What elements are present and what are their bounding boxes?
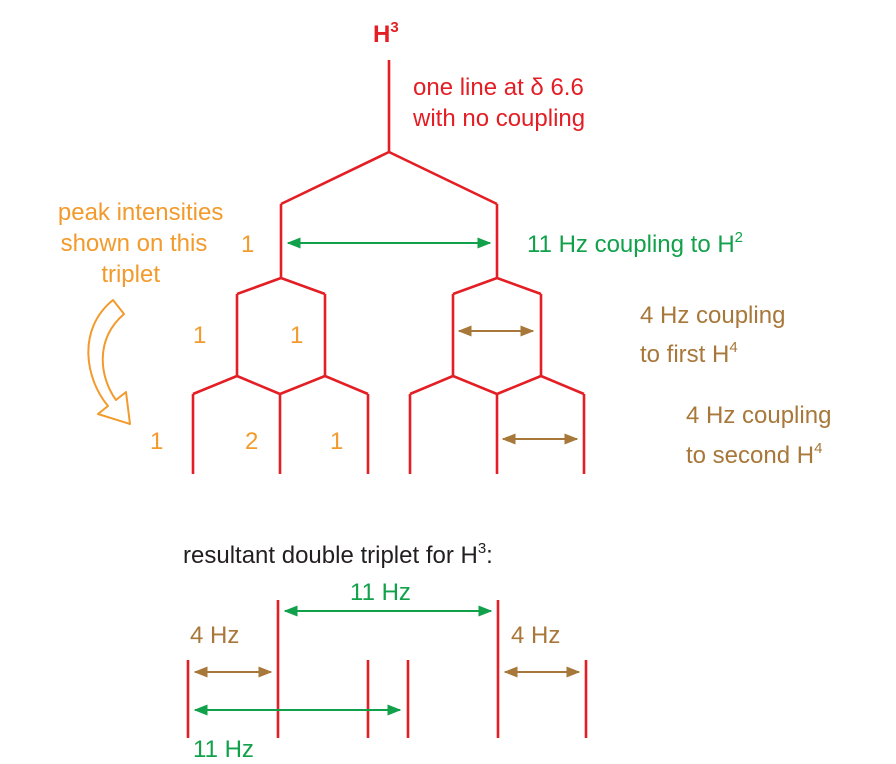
intensities-note: peak intensities shown on this triplet	[58, 199, 230, 288]
result-11hz-top-label: 11 Hz	[350, 579, 411, 606]
tree-split-second-h4-right	[409, 374, 585, 396]
intensity-level1: 1	[241, 231, 254, 258]
tree-split-first-h4-left	[236, 276, 326, 296]
intensity-level3-outer-left: 1	[150, 428, 163, 455]
intensity-level3-outer-right: 1	[330, 428, 343, 455]
result-11hz-bottom-label: 11 Hz	[193, 736, 254, 763]
resultant-spectrum	[186, 600, 588, 738]
curved-arrow-icon	[87, 299, 131, 425]
intensity-level3-center: 2	[245, 428, 258, 455]
uncoupled-line-note: one line at δ 6.6 with no coupling	[412, 74, 590, 132]
tree-split-first-h4-right	[452, 276, 542, 296]
coupling-first-h4-label: 4 Hz coupling to first H4	[640, 302, 792, 368]
intensity-level2-right: 1	[290, 322, 303, 349]
coupling-second-h4-label: 4 Hz coupling to second H4	[686, 402, 838, 469]
h3-label: H3	[373, 19, 399, 48]
tree-split-second-h4-left	[192, 374, 369, 396]
result-4hz-right-label: 4 Hz	[511, 622, 560, 649]
result-title: resultant double triplet for H3:	[183, 540, 493, 569]
intensity-level2-left: 1	[193, 322, 206, 349]
splitting-tree	[191, 60, 586, 474]
result-4hz-left-label: 4 Hz	[190, 622, 239, 649]
coupling-h2-label: 11 Hz coupling to H2	[527, 229, 743, 258]
tree-split-h2	[280, 150, 498, 206]
